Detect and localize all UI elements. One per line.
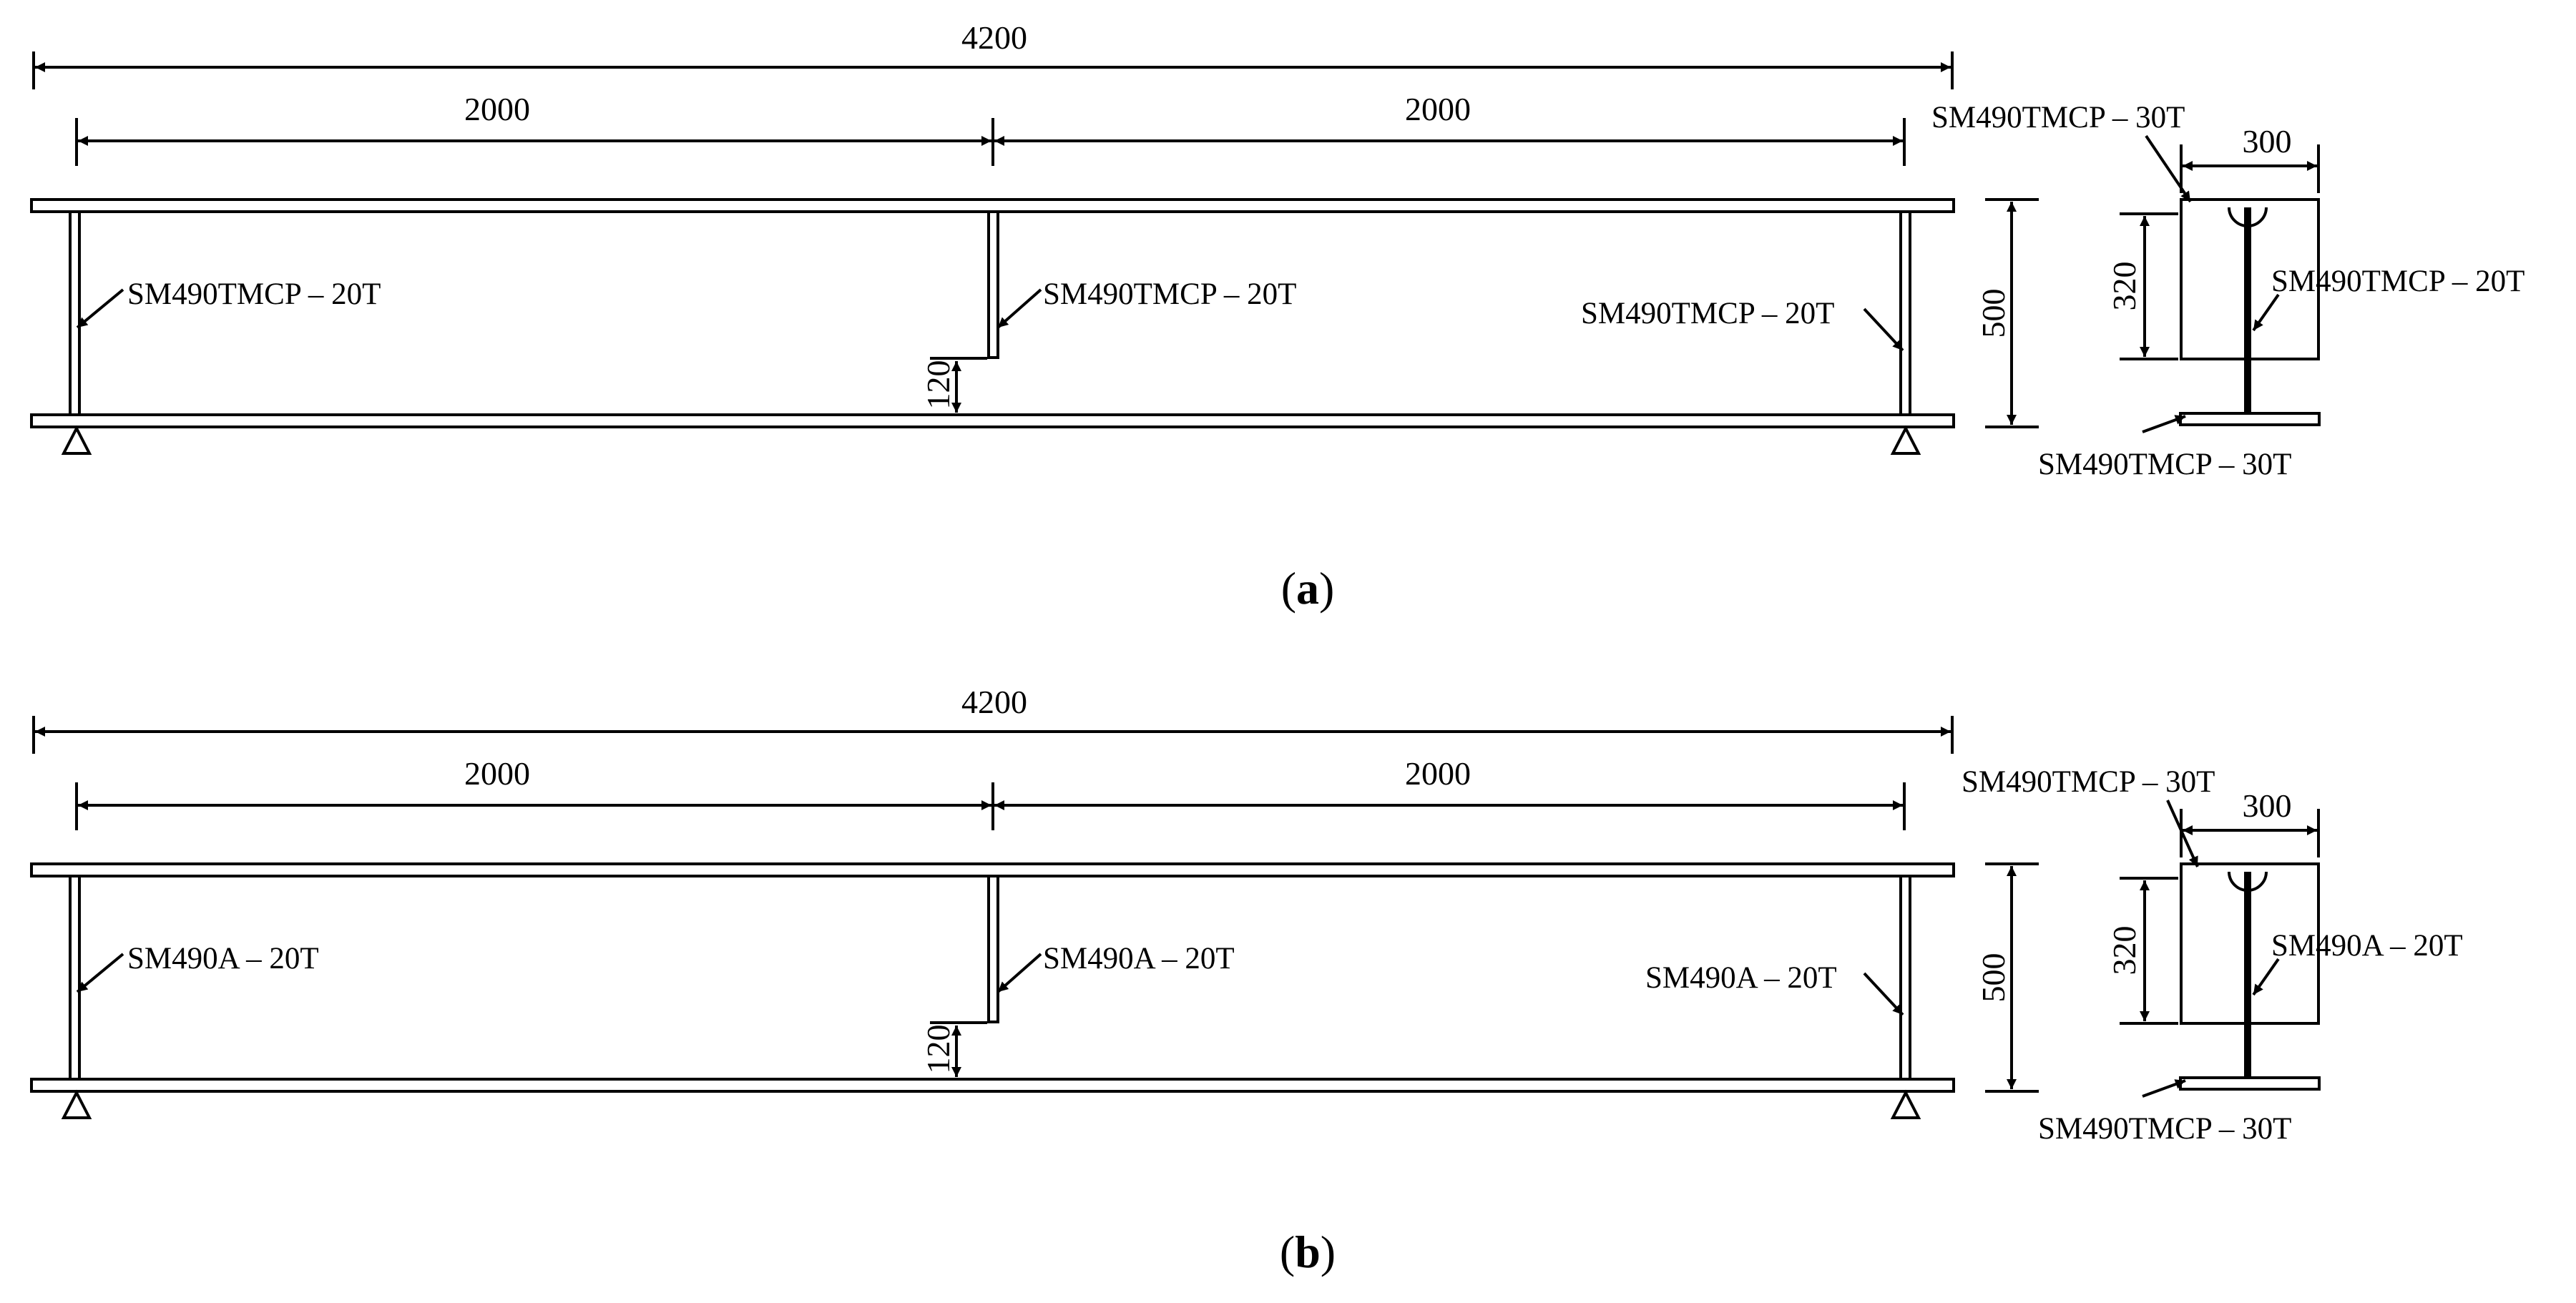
section-bottom-flange (2179, 1076, 2321, 1091)
bottom-flange (30, 1078, 1955, 1093)
support-left-icon (61, 1089, 92, 1119)
dim-stiffener-gap-label: 120 (920, 360, 956, 410)
section-label-bottom-flange: SM490TMCP – 30T (2038, 1112, 2291, 1146)
panel-a-text: 4200 2000 2000 300 500 120 320 SM490TMCP… (127, 19, 2524, 614)
top-flange (30, 198, 1955, 213)
leader-middle-stiffener (996, 288, 1042, 329)
dim-stiffener-gap-label: 120 (920, 1025, 956, 1074)
leader-bottom-flange (2142, 415, 2186, 433)
leader-right-stiffener (1863, 308, 1904, 352)
support-left-icon (61, 425, 92, 455)
dim-overall-label: 4200 (961, 19, 1027, 56)
leader-top-flange (2145, 134, 2192, 203)
stiffener-label-right: SM490TMCP – 20T (1581, 297, 1834, 330)
leader-right-stiffener (1863, 972, 1904, 1016)
bottom-flange (30, 413, 1955, 428)
end-stiffener-left (69, 210, 81, 416)
support-right-icon (1890, 1089, 1921, 1119)
dim-flange-width-label: 300 (2243, 123, 2292, 159)
leader-middle-stiffener (996, 953, 1042, 993)
stiffener-label-middle: SM490TMCP – 20T (1043, 277, 1296, 311)
panel-caption-a: (a) (1281, 563, 1335, 614)
section-bottom-flange (2179, 412, 2321, 426)
middle-stiffener (987, 875, 999, 1023)
section-label-top-flange: SM490TMCP – 30T (1931, 101, 2185, 134)
section-web-scallop (2228, 871, 2268, 892)
dim-depth-label: 500 (1975, 289, 2012, 338)
stiffener-label-left: SM490A – 20T (127, 942, 319, 975)
panel-caption-b: (b) (1280, 1226, 1336, 1277)
end-stiffener-right (1899, 210, 1911, 416)
dim-overall-label: 4200 (961, 684, 1027, 720)
dim-left-span-label: 2000 (464, 755, 530, 792)
section-label-bottom-flange: SM490TMCP – 30T (2038, 448, 2291, 481)
dim-right-span-label: 2000 (1405, 91, 1471, 127)
panel-a (30, 51, 2321, 455)
section-web-scallop (2228, 207, 2268, 227)
dim-depth-label: 500 (1975, 953, 2012, 1003)
end-stiffener-right (1899, 875, 1911, 1081)
stiffener-label-middle: SM490A – 20T (1043, 942, 1235, 975)
leader-web (2252, 293, 2280, 332)
dim-right-span-label: 2000 (1405, 755, 1471, 792)
section-label-top-flange: SM490TMCP – 30T (1962, 765, 2215, 799)
dim-left-span-label: 2000 (464, 91, 530, 127)
dim-flange-width-label: 300 (2243, 787, 2292, 824)
leader-top-flange (2166, 800, 2199, 867)
stiffener-label-left: SM490TMCP – 20T (127, 277, 381, 311)
panel-b (30, 716, 2321, 1119)
end-stiffener-left (69, 875, 81, 1081)
top-flange (30, 862, 1955, 877)
stiffener-label-right: SM490A – 20T (1645, 961, 1837, 995)
leader-left-stiffener (76, 953, 124, 993)
section-label-web: SM490TMCP – 20T (2271, 265, 2524, 298)
dim-web-detail-label: 320 (2106, 926, 2142, 975)
dim-web-detail-label: 320 (2106, 262, 2142, 311)
middle-stiffener (987, 210, 999, 359)
section-label-web: SM490A – 20T (2271, 929, 2463, 963)
leader-web (2252, 958, 2280, 996)
leader-left-stiffener (76, 288, 124, 329)
support-right-icon (1890, 425, 1921, 455)
panel-b-text: 4200 2000 2000 300 500 120 320 SM490A – … (127, 684, 2463, 1277)
leader-bottom-flange (2142, 1079, 2186, 1098)
